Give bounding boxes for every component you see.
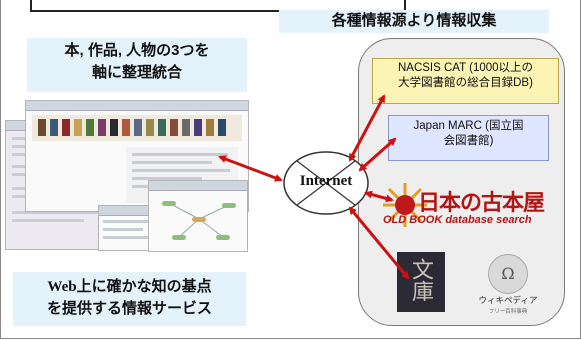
- feature-label-line1: 本, 作品, 人物の3つを: [64, 42, 210, 59]
- arrow-to-nacsis: [348, 94, 386, 162]
- jmarc-line2: 会図書館): [443, 135, 494, 147]
- arrow-to-furuhonya: [364, 190, 394, 203]
- service-label-line1: Web上に確かな知の基点: [47, 279, 212, 295]
- internet-label: Internet: [299, 173, 353, 189]
- wikipedia-subtitle: フリー百科事典: [488, 309, 528, 315]
- arrow-to-service: [218, 155, 283, 182]
- wikipedia-name: ウィキペディア: [478, 296, 538, 306]
- internet-hub-ellipse: [283, 151, 369, 215]
- header-label-text: 各種情報源より情報収集: [331, 12, 497, 29]
- service-label: Web上に確かな知の基点 を提供する情報サービス: [13, 272, 246, 326]
- screenshot-relation-graph: [148, 180, 248, 252]
- jmarc-line1: Japan MARC (国立国: [413, 120, 524, 132]
- wikipedia-globe-icon: Ω: [488, 254, 528, 294]
- nacsis-line1: NACSIS CAT (1000以上の: [397, 62, 534, 74]
- bunko-label: 文庫: [408, 258, 433, 302]
- arrow-to-bunko: [348, 206, 410, 280]
- header-label: 各種情報源より情報収集: [279, 10, 549, 33]
- feature-label: 本, 作品, 人物の3つを 軸に整理統合: [27, 38, 247, 92]
- source-nacsis-cat: NACSIS CAT (1000以上の 大学図書館の総合目録DB): [372, 58, 559, 104]
- service-label-line2: を提供する情報サービス: [46, 301, 212, 317]
- top-frame-edge: [30, 0, 406, 12]
- feature-label-line2: 軸に整理統合: [91, 64, 182, 81]
- furuhonya-subtitle: OLD BOOK database search: [383, 214, 532, 226]
- source-furuhonya-logo: 日本の古本屋 OLD BOOK database search: [380, 180, 555, 230]
- arrow-to-jmarc: [358, 137, 397, 172]
- furuhonya-title: 日本の古本屋: [418, 191, 545, 216]
- nacsis-line2: 大学図書館の総合目録DB): [398, 77, 533, 89]
- source-japan-marc: Japan MARC (国立国 会図書館): [388, 115, 549, 161]
- source-wikipedia-logo: Ω ウィキペディア フリー百科事典: [468, 250, 558, 320]
